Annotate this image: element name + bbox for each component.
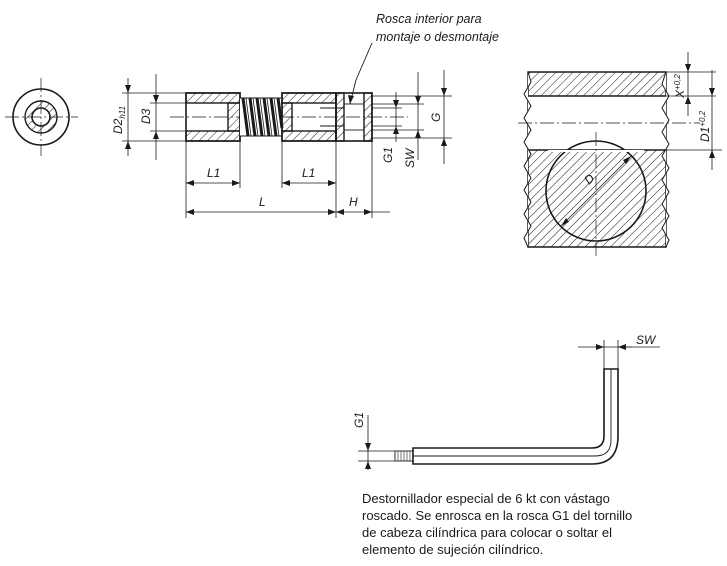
d1-label: D1 [698,127,712,142]
dim-l: L [185,188,336,218]
l1-right-label: L1 [302,166,315,180]
dim-sw: SW [372,72,424,168]
dim-d2: D2h11 [111,78,186,156]
tool-shaft [412,368,619,465]
dim-x: X+0,2 [666,52,716,116]
note-line-2: montaje o desmontaje [376,30,499,44]
d1-tolerance: +0,2 [698,110,707,126]
dim-tool-g1: G1 [352,412,395,470]
d3-label: D3 [139,108,153,124]
dim-d1: D1+0,2 [666,70,722,170]
d2-tolerance: h11 [118,106,127,119]
dim-g1: G1 [372,92,402,163]
spring [240,97,284,137]
note-line-1: Rosca interior para [376,12,482,26]
x-label: X [673,89,687,99]
dim-h: H [336,141,390,218]
description-line-2: roscado. Se enrosca en la rosca G1 del t… [362,508,632,523]
dim-tool-sw: SW [578,333,660,369]
h-label: H [349,195,358,209]
svg-text:X+0,2: X+0,2 [673,74,687,99]
d2-label: D2 [111,118,125,134]
description-line-4: elemento de sujeción cilíndrico. [362,542,543,557]
dim-l1-right: L1 [281,141,337,218]
svg-text:D2h11: D2h11 [111,106,127,134]
threaded-insert-note: Rosca interior para montaje o desmontaje [348,12,499,105]
side-view: D2h11 D3 L1 L1 [111,12,499,218]
g1-label: G1 [381,147,395,163]
tool-g1-label: G1 [352,412,366,428]
l-label: L [259,195,266,209]
screwdriver-tool: SW G1 [352,333,660,470]
dim-g: G [372,70,452,164]
installation-view: D X+0,2 D1+0,2 [518,52,722,258]
sw-label: SW [403,147,417,168]
description-line-1: Destornillador especial de 6 kt con vást… [362,491,610,506]
dim-l1-left: L1 [185,141,241,188]
end-view [5,78,78,156]
svg-text:D1+0,2: D1+0,2 [698,110,712,142]
g-label: G [429,113,443,122]
l1-left-label: L1 [207,166,220,180]
tool-sw-label: SW [636,333,657,347]
x-tolerance: +0,2 [673,74,682,90]
dim-d3: D3 [139,74,190,160]
description-line-3: de cabeza cilíndrica para colocar o solt… [362,525,612,540]
tool-description: Destornillador especial de 6 kt con vást… [362,491,632,557]
